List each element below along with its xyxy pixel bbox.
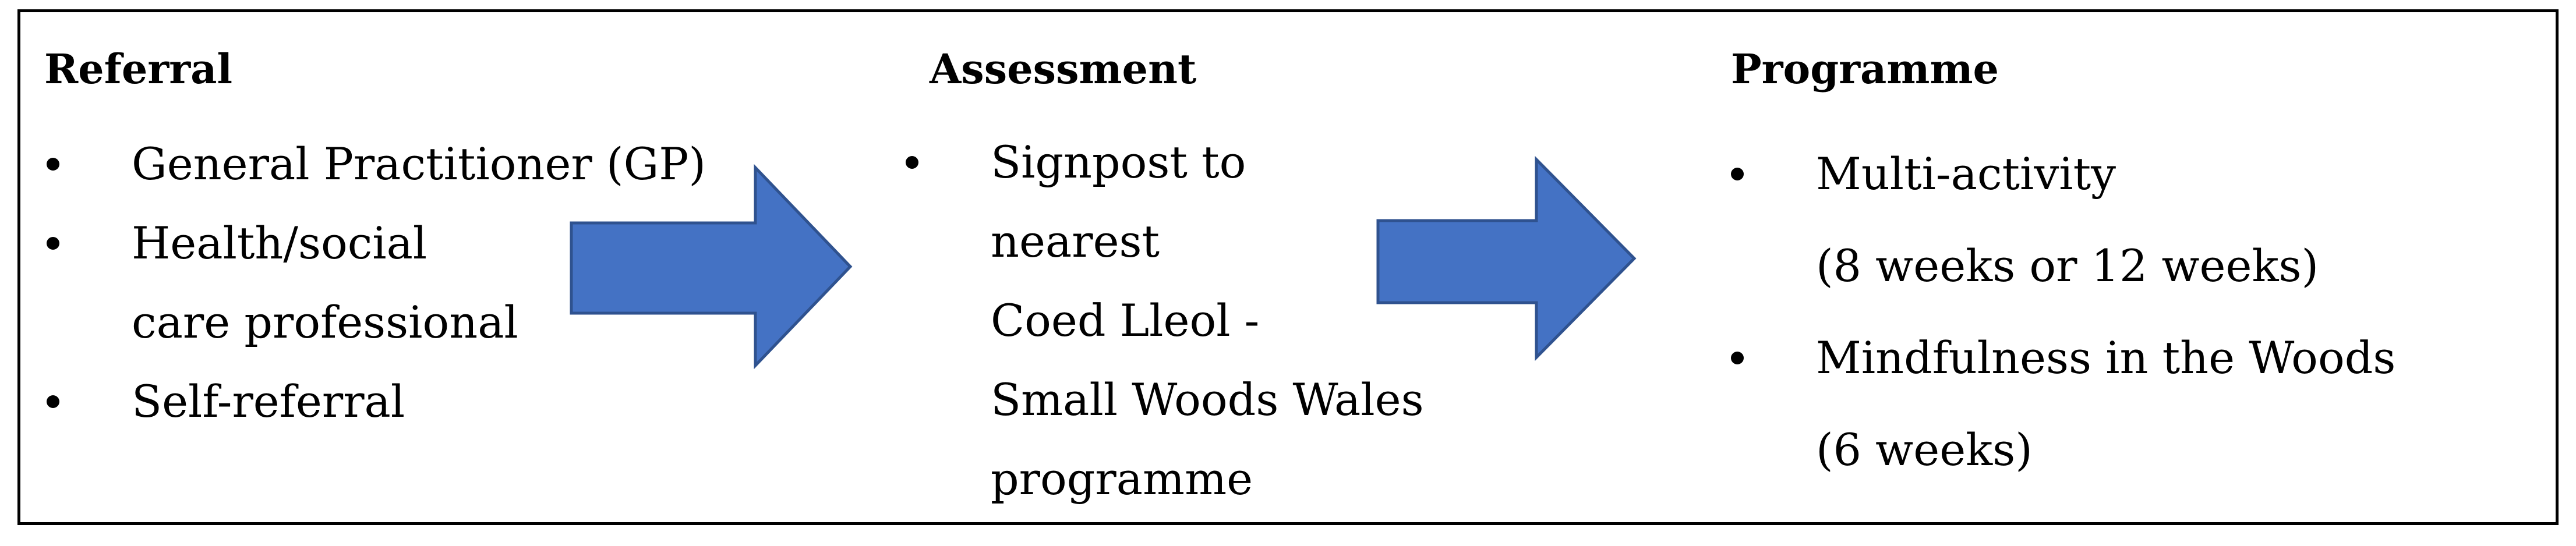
list-item: Self-referral [44, 362, 706, 441]
list-item-text: Small Woods Wales [991, 374, 1424, 426]
bullet-icon [1731, 168, 1744, 180]
bullet-icon [1731, 352, 1744, 364]
list-item-text: Mindfulness in the Woods [1816, 332, 2396, 384]
bullet-icon [906, 156, 918, 169]
list-item-text: care professional [132, 296, 518, 348]
list-item: Mindfulness in the Woods (6 weeks) [1729, 312, 2395, 496]
list-item: Health/social care professional [44, 204, 706, 362]
referral-heading: Referral [44, 45, 233, 93]
list-item: Signpost to nearest Coed Lleol - Small W… [903, 123, 1424, 519]
list-item-text: Coed Lleol - [991, 295, 1260, 346]
list-item-text: (8 weeks or 12 weeks) [1816, 240, 2319, 292]
bullet-icon [47, 158, 59, 171]
list-item: General Practitioner (GP) [44, 125, 706, 204]
list-item-text: Multi-activity [1816, 148, 2116, 200]
list-item-text: nearest [991, 215, 1160, 267]
programme-heading: Programme [1731, 45, 1999, 93]
list-item-text: Self-referral [132, 375, 405, 427]
diagram-frame [17, 9, 2559, 525]
bullet-icon [47, 237, 59, 250]
list-item-text: Health/social [132, 217, 427, 269]
list-item-text: programme [991, 453, 1253, 505]
list-item-text: General Practitioner (GP) [132, 138, 706, 190]
list-item-text: Signpost to [991, 136, 1246, 188]
bullet-icon [47, 395, 59, 408]
list-item: Multi-activity (8 weeks or 12 weeks) [1729, 128, 2395, 312]
assessment-list: Signpost to nearest Coed Lleol - Small W… [903, 123, 1424, 519]
right-arrow-icon [1376, 156, 1637, 361]
list-item-text: (6 weeks) [1816, 424, 2033, 476]
programme-list: Multi-activity (8 weeks or 12 weeks) Min… [1729, 128, 2395, 496]
right-arrow-icon [570, 164, 853, 369]
referral-list: General Practitioner (GP) Health/social … [44, 125, 706, 441]
assessment-heading: Assessment [930, 45, 1197, 93]
